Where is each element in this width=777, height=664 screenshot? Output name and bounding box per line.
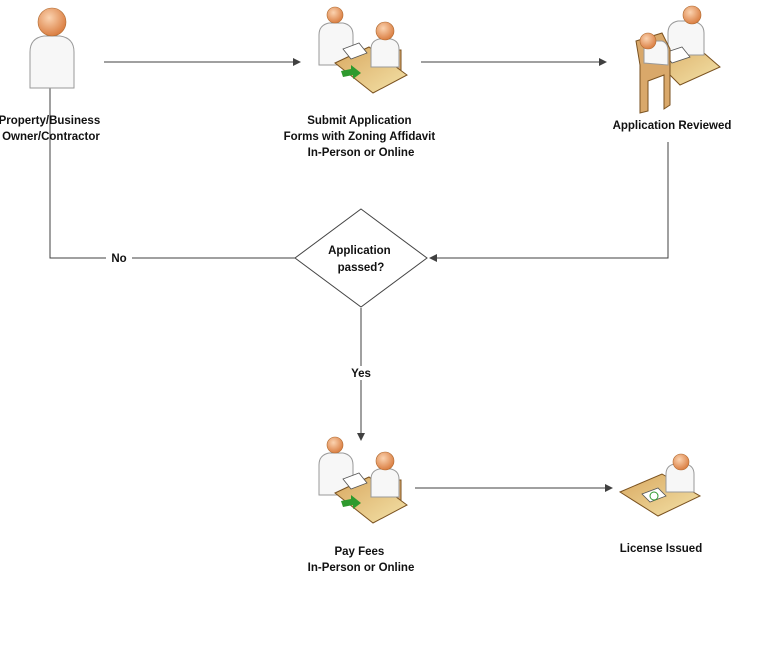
owner-label: Property/Business Owner/Contractor: [0, 115, 103, 143]
yes-label: Yes: [351, 368, 371, 380]
decision-label: Application passed?: [328, 245, 394, 274]
decision-diamond: [294, 208, 428, 308]
arrow-reviewed-to-decision: [429, 142, 669, 262]
reviewed-label: Application Reviewed: [613, 120, 732, 132]
no-label: No: [111, 253, 126, 265]
submit-label: Submit Application Forms with Zoning Aff…: [284, 115, 439, 159]
person-icon: [29, 7, 75, 89]
arrow-no-to-owner: [46, 67, 295, 259]
license-label: License Issued: [620, 543, 702, 555]
meeting-handoff-icon: [318, 436, 408, 524]
meeting-handoff-icon: [318, 6, 408, 94]
pay-label: Pay Fees In-Person or Online: [308, 546, 415, 574]
review-desk-icon: [635, 5, 721, 114]
clerk-desk-icon: [618, 453, 702, 517]
